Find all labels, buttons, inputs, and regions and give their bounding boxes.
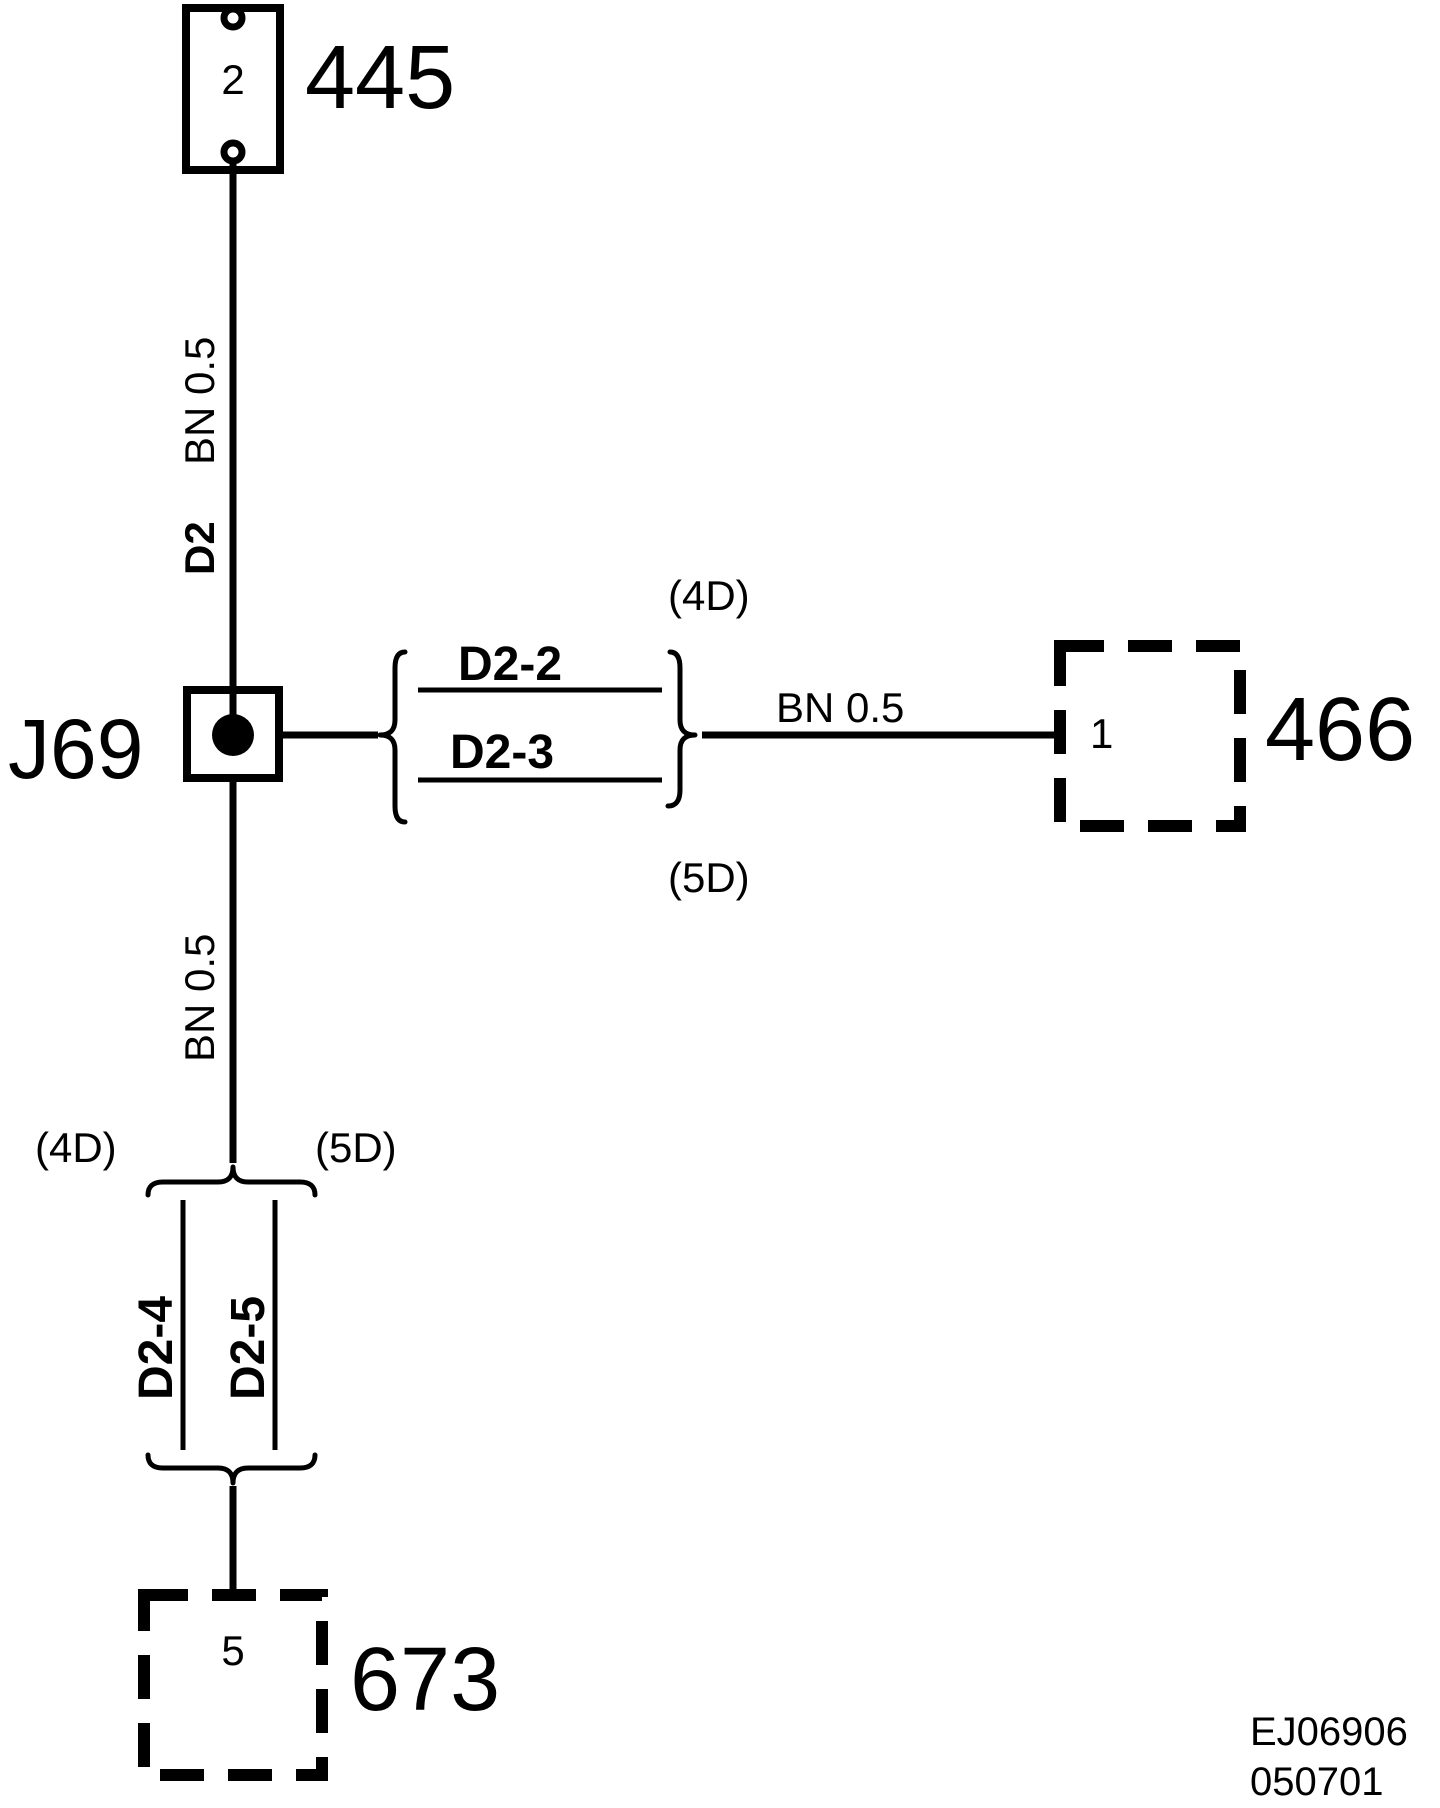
wire-bottom-circuit-a: D2-4 xyxy=(130,1296,183,1400)
wire-bottom-variant-left: (4D) xyxy=(35,1124,117,1171)
wire-bottom-brace-top xyxy=(145,1164,318,1198)
wire-bottom-spec: BN 0.5 xyxy=(176,934,223,1062)
wire-right-brace-left xyxy=(377,649,408,825)
footer-date: 050701 xyxy=(1250,1760,1383,1804)
connector-445-terminal-bottom xyxy=(220,139,246,165)
connector-673-id: 673 xyxy=(350,1630,500,1730)
junction-j69-node xyxy=(212,714,254,756)
connector-673-body xyxy=(138,1589,328,1781)
connector-445-terminal-top xyxy=(220,5,246,31)
connector-673: 5 673 xyxy=(138,1589,500,1781)
connector-445-pin: 2 xyxy=(221,56,244,103)
junction-j69: J69 xyxy=(8,686,283,796)
connector-466-body xyxy=(1054,640,1246,832)
wire-bottom-brace-bottom xyxy=(145,1452,318,1486)
connector-445: 2 445 xyxy=(182,4,455,174)
connector-445-id: 445 xyxy=(305,28,455,128)
wire-right-circuit-b: D2-3 xyxy=(450,726,554,779)
wire-top-spec: BN 0.5 xyxy=(176,337,223,465)
wire-right-circuit-a: D2-2 xyxy=(458,638,562,691)
connector-466-pin: 1 xyxy=(1090,710,1113,757)
connector-673-pin: 5 xyxy=(221,1627,244,1674)
connector-466: 1 466 xyxy=(1054,640,1415,832)
wire-right-variant-top: (4D) xyxy=(668,572,750,619)
wire-right-brace-right xyxy=(665,649,698,809)
junction-j69-id: J69 xyxy=(8,702,143,796)
wire-right-variant-bottom: (5D) xyxy=(668,854,750,901)
footer-code: EJ06906 xyxy=(1250,1710,1408,1754)
wire-bottom-circuit-b: D2-5 xyxy=(222,1296,275,1400)
connector-466-id: 466 xyxy=(1265,680,1415,780)
wire-right-spec: BN 0.5 xyxy=(776,684,904,731)
wire-bottom-variant-right: (5D) xyxy=(315,1124,397,1171)
wire-top-circuit: D2 xyxy=(176,521,223,575)
